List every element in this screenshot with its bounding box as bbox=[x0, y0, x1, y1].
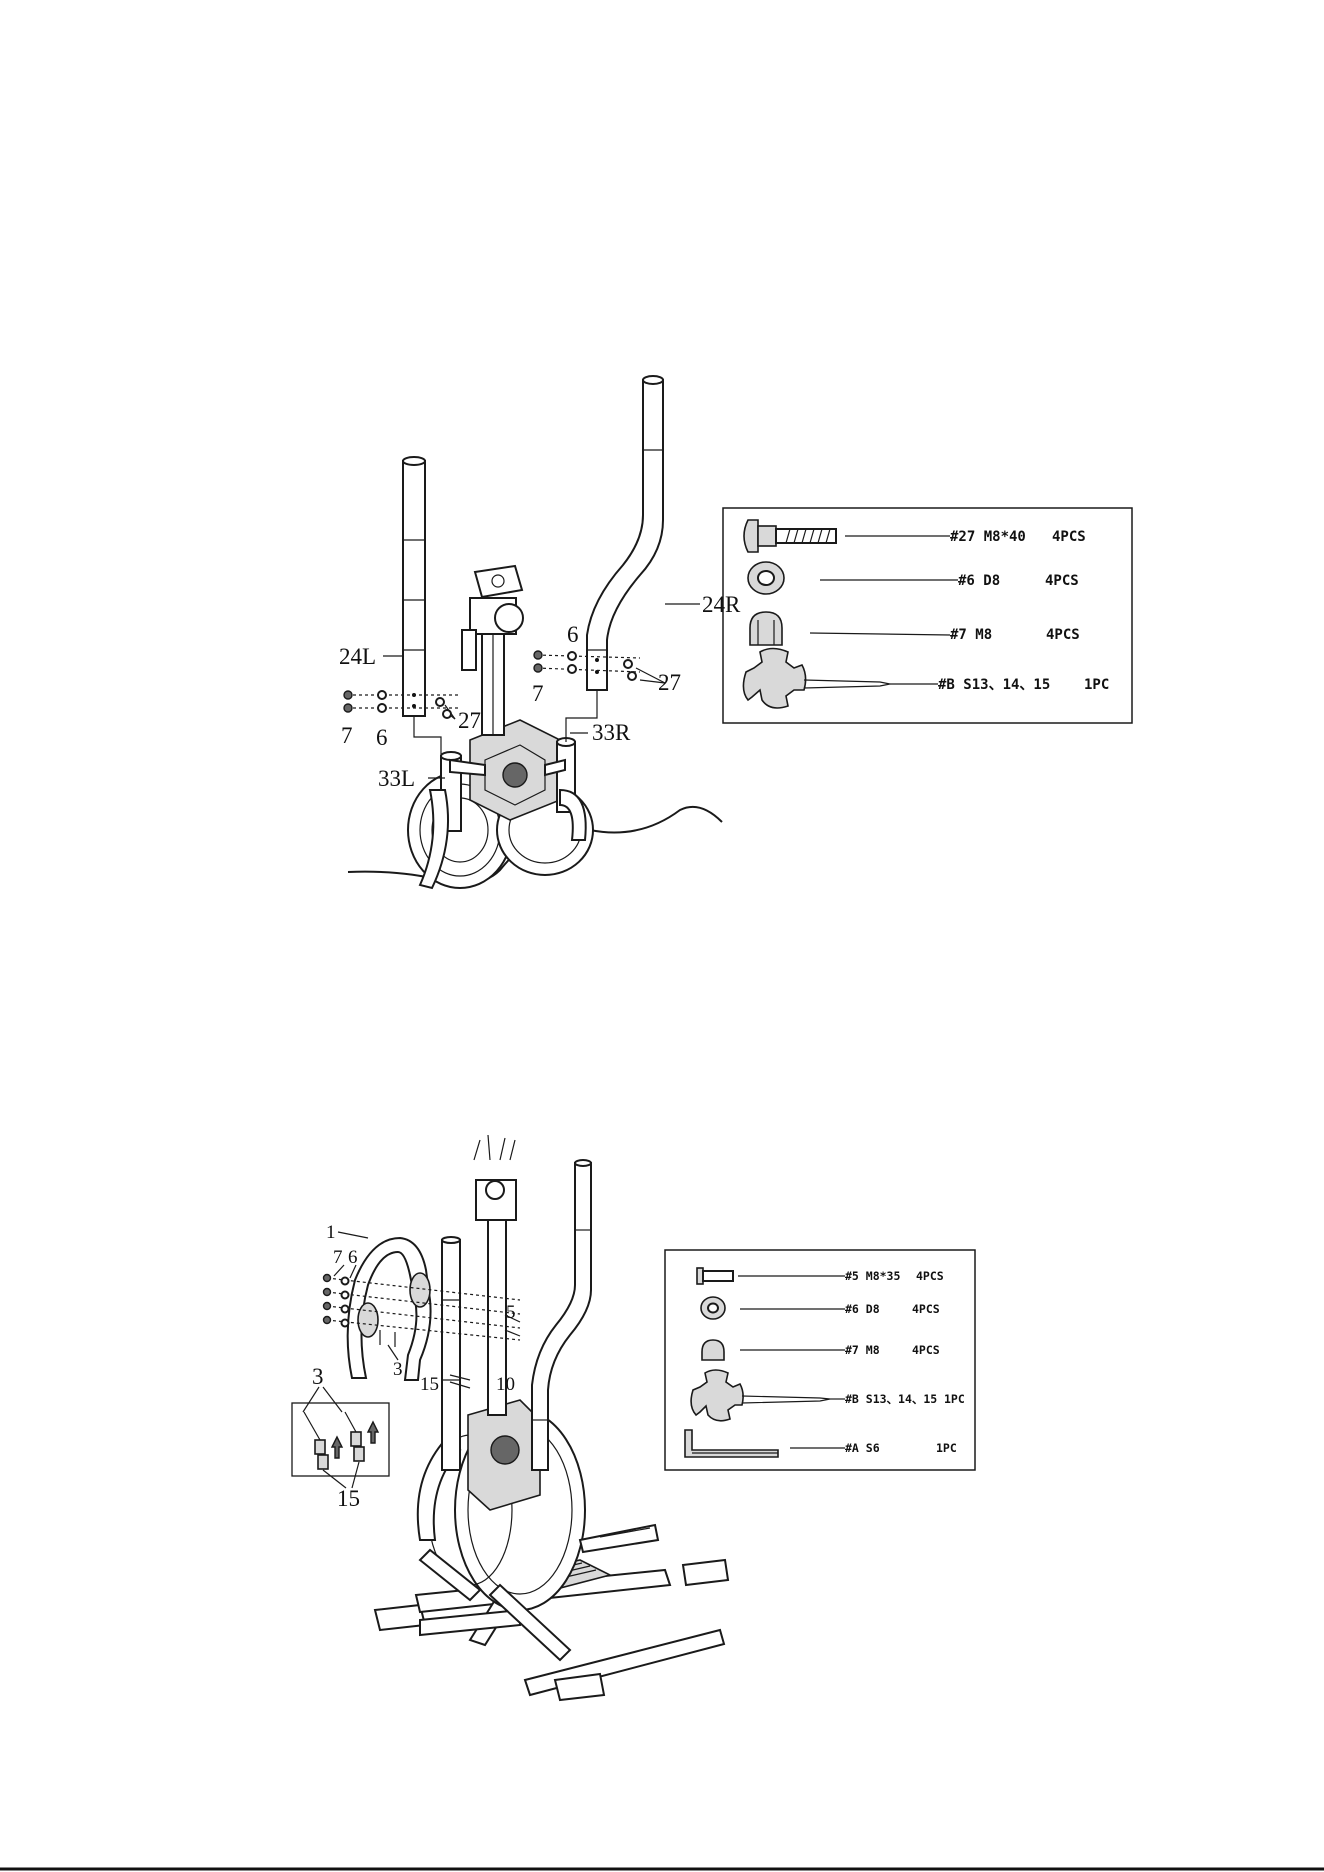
hw2-item-1-id: #5 M8*35 bbox=[845, 1269, 900, 1283]
carriage-bolt-icon bbox=[744, 520, 836, 552]
label-6-left: 6 bbox=[376, 725, 388, 750]
allen-key-icon bbox=[685, 1430, 778, 1457]
inset-label-3: 3 bbox=[312, 1364, 324, 1389]
cap-nut-icon bbox=[750, 612, 782, 645]
label-6-right: 6 bbox=[567, 622, 579, 647]
label-27-right: 27 bbox=[658, 670, 681, 695]
hw1-item-3-qty: 4PCS bbox=[1046, 627, 1080, 643]
hw1-item-4-qty: 1PC bbox=[1084, 677, 1109, 693]
label-27-left: 27 bbox=[458, 708, 481, 733]
multi-wrench-icon bbox=[743, 649, 890, 709]
label-7-right: 7 bbox=[532, 681, 544, 706]
step1-machine-drawing: 24L 24R 33L 33R 7 6 27 7 6 27 bbox=[339, 376, 741, 888]
label-24L: 24L bbox=[339, 644, 376, 669]
hw2-item-2-qty: 4PCS bbox=[912, 1302, 940, 1316]
label-24R: 24R bbox=[702, 592, 741, 617]
hw2-item-3-id: #7 M8 bbox=[845, 1343, 880, 1357]
label-10: 10 bbox=[496, 1374, 515, 1395]
step1-hardware-panel: #27 M8*40 4PCS #6 D8 4PCS #7 M8 4PCS #B … bbox=[723, 508, 1132, 723]
label-6: 6 bbox=[348, 1247, 358, 1268]
hw2-item-5-qty: 1PC bbox=[936, 1441, 957, 1455]
label-5: 5 bbox=[506, 1302, 516, 1323]
hw2-item-3-qty: 4PCS bbox=[912, 1343, 940, 1357]
hw1-item-3-id: #7 M8 bbox=[950, 627, 992, 643]
hw1-item-4-id: #B S13、14、15 bbox=[938, 677, 1050, 693]
hw2-item-4-qty: 1PC bbox=[944, 1392, 965, 1406]
label-33R: 33R bbox=[592, 720, 631, 745]
cable-connection-inset: 3 15 bbox=[292, 1364, 389, 1511]
hw1-item-1-qty: 4PCS bbox=[1052, 529, 1086, 545]
label-15: 15 bbox=[420, 1374, 439, 1395]
hw2-item-1-qty: 4PCS bbox=[916, 1269, 944, 1283]
step2-hardware-panel: #5 M8*35 4PCS #6 D8 4PCS #7 M8 4PCS #B S… bbox=[665, 1250, 975, 1470]
label-1: 1 bbox=[326, 1222, 336, 1243]
washer-icon bbox=[748, 562, 784, 594]
label-7: 7 bbox=[333, 1247, 343, 1268]
step2-machine-drawing: 1 7 6 3 5 15 10 bbox=[324, 1135, 729, 1700]
label-3: 3 bbox=[393, 1359, 403, 1380]
washer-icon bbox=[701, 1297, 725, 1319]
hw2-item-2-id: #6 D8 bbox=[845, 1302, 880, 1316]
hw1-item-2-qty: 4PCS bbox=[1045, 573, 1079, 589]
label-33L: 33L bbox=[378, 766, 415, 791]
label-7-left: 7 bbox=[341, 723, 353, 748]
hw2-item-4-id: #B S13、14、15 bbox=[845, 1392, 937, 1406]
inset-label-15: 15 bbox=[337, 1486, 360, 1511]
direction-arrow-icon bbox=[332, 1437, 342, 1458]
hw2-item-5-id: #A S6 bbox=[845, 1441, 880, 1455]
hw1-item-2-id: #6 D8 bbox=[958, 573, 1000, 589]
direction-arrow-icon bbox=[368, 1422, 378, 1443]
cap-nut-icon bbox=[702, 1340, 724, 1360]
bolt-icon bbox=[697, 1268, 733, 1284]
multi-wrench-icon bbox=[691, 1370, 830, 1421]
hw1-item-1-id: #27 M8*40 bbox=[950, 529, 1026, 545]
